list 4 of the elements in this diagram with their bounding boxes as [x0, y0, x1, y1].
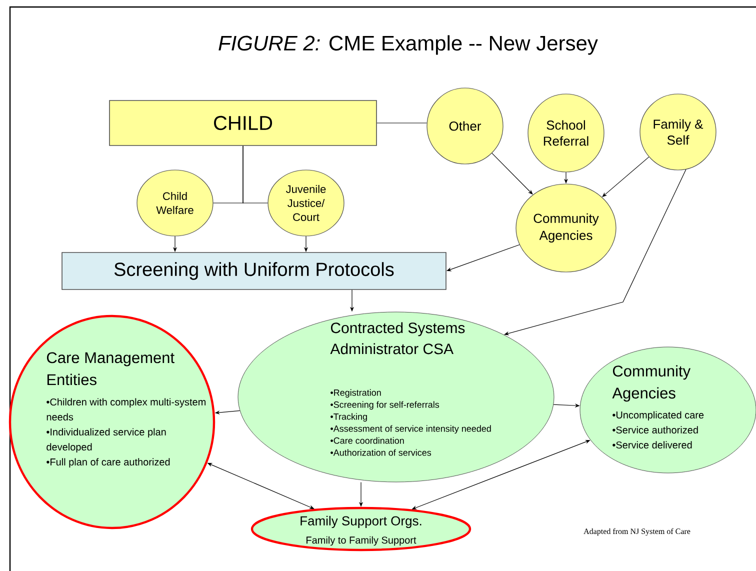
title: FIGURE 2: CME Example -- New Jersey [218, 35, 598, 55]
source-note: Adapted from NJ System of Care [584, 528, 690, 536]
process-box: Screening with Uniform Protocols [62, 252, 446, 290]
child-box: CHILD [109, 100, 377, 146]
